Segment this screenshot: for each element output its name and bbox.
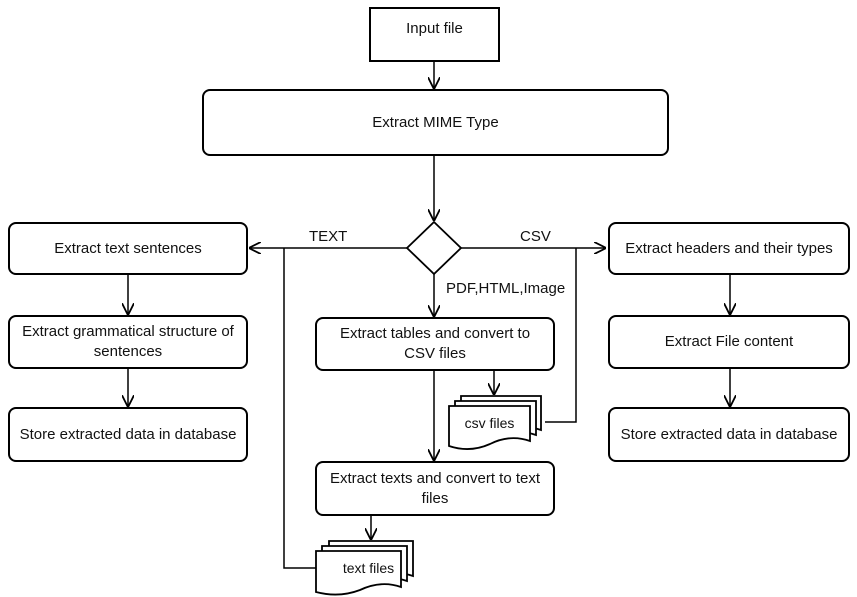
- csv-files-document-icon: [448, 395, 542, 450]
- node-extract-grammatical: Extract grammatical structure of sentenc…: [8, 315, 248, 369]
- node-extract-tables: Extract tables and convert to CSV files: [315, 317, 555, 371]
- decision-diamond: [405, 220, 463, 276]
- node-extract-mime: Extract MIME Type: [202, 89, 669, 156]
- node-store-right: Store extracted data in database: [608, 407, 850, 462]
- text-files-label: text files: [342, 560, 395, 576]
- node-extract-text-sentences: Extract text sentences: [8, 222, 248, 275]
- node-extract-file-content: Extract File content: [608, 315, 850, 369]
- edge-label-csv: CSV: [520, 228, 551, 245]
- edge-label-pdf-html-image: PDF,HTML,Image: [446, 280, 566, 297]
- node-input-file: Input file: [369, 7, 500, 62]
- node-extract-texts: Extract texts and convert to text files: [315, 461, 555, 516]
- text-files-document-icon: [315, 540, 414, 596]
- edge-textfiles-to-text-branch: [283, 248, 316, 569]
- edge-label-text: TEXT: [309, 228, 348, 245]
- csv-files-label: csv files: [464, 415, 515, 431]
- node-store-left: Store extracted data in database: [8, 407, 248, 462]
- node-extract-headers: Extract headers and their types: [608, 222, 850, 275]
- edge-csvfiles-to-csv-branch: [545, 248, 577, 423]
